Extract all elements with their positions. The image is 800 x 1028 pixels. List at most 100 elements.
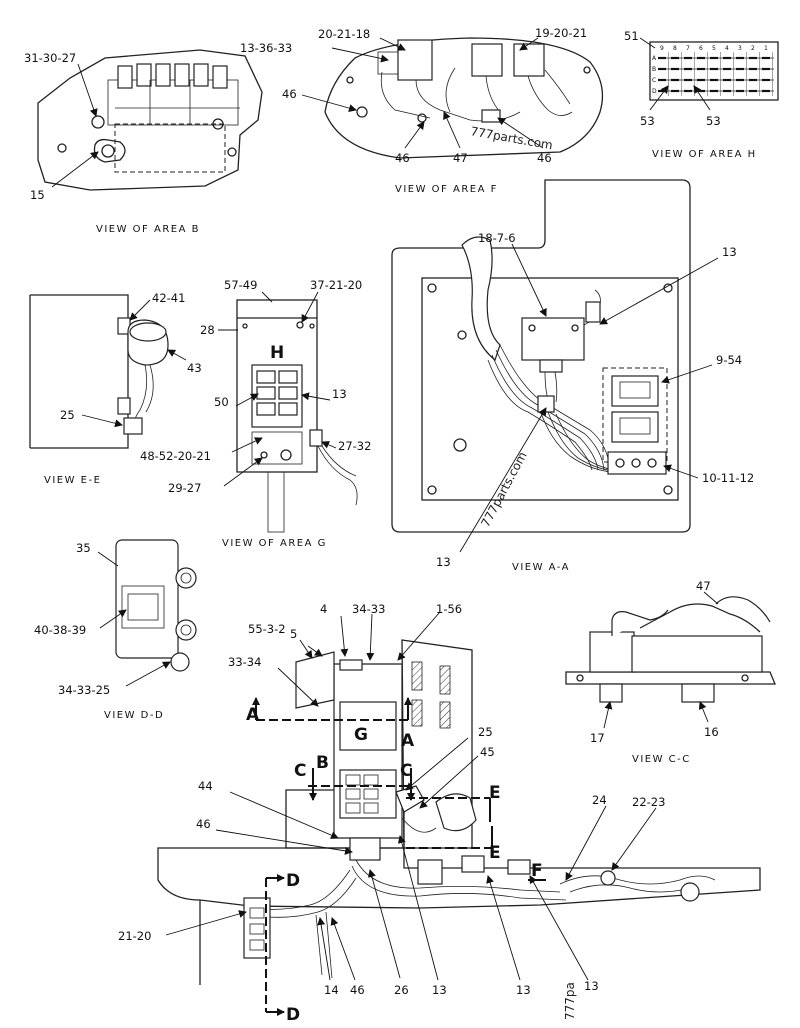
main-bracket	[295, 651, 335, 709]
section-marker-d: D	[286, 1005, 300, 1025]
leader-57-49	[261, 291, 273, 303]
ee-horn-cap	[129, 322, 167, 342]
callout-28: 28	[200, 323, 215, 337]
callout-40-38-39: 40-38-39	[34, 623, 86, 637]
leader-22-23	[611, 807, 657, 871]
callout-26: 26	[394, 983, 409, 997]
pin-column-label: 3	[738, 45, 742, 52]
leader-26	[368, 869, 401, 979]
leader-55-3-2	[307, 645, 323, 657]
area-f-clip	[417, 113, 427, 123]
ee-plate-outline	[30, 294, 129, 449]
pin-column-label: 8	[673, 45, 677, 52]
callout-48-52-20-21: 48-52-20-21	[140, 449, 211, 463]
callout-27-32: 27-32	[338, 439, 371, 453]
area-f-clip	[356, 106, 368, 118]
main-horn-wire	[401, 817, 437, 833]
leader-19-20-21	[519, 37, 539, 51]
callout-53: 53	[706, 114, 721, 128]
aa-terminal-strip	[607, 451, 667, 475]
g-fuses	[256, 370, 298, 416]
main-connector-round	[680, 882, 700, 902]
section-marker-a: A	[401, 731, 415, 751]
area-b-hidden-box	[114, 123, 226, 173]
aa-harness-bundle	[461, 236, 501, 362]
aa-terminal	[647, 458, 657, 468]
view-ee: 42-41 43 25 VIEW E-E	[29, 291, 202, 486]
section-cuts	[252, 697, 546, 1016]
callout-9-54: 9-54	[716, 353, 742, 367]
aa-corner-bolt	[427, 283, 437, 293]
leader-13	[397, 835, 439, 981]
pin-column-label: 1	[764, 45, 768, 52]
pin-column-label: 9	[660, 45, 664, 52]
main-assembly	[157, 639, 761, 985]
area-b-clip	[93, 138, 126, 163]
leader-16	[698, 701, 709, 723]
view-area-g: 57-49 37-21-20 28 H 13 50 27-32 48-52-20…	[140, 278, 371, 549]
g-screw	[296, 321, 304, 329]
callout-47: 47	[696, 579, 711, 593]
leader-45	[419, 755, 479, 809]
callout-21-20: 21-20	[118, 929, 151, 943]
leader-34-33-25	[125, 661, 171, 687]
cc-lower-block	[599, 683, 623, 703]
area-h-connector-body	[649, 41, 779, 101]
dd-face-plate	[121, 585, 165, 629]
callout-44: 44	[198, 779, 213, 793]
callout-42-41: 42-41	[152, 291, 185, 305]
view-cc: 47 17 16 VIEW C-C	[565, 579, 776, 765]
leader-18-7-6	[511, 243, 547, 317]
dd-port	[175, 567, 197, 589]
main-callouts: 55-3-2 4 34-33 1-56 5 33-34 25 45 44 46 …	[118, 602, 665, 1020]
callout-13-36-33: 13-36-33	[240, 41, 292, 55]
callout-14: 14	[324, 983, 339, 997]
view-aa: 18-7-6 13 9-54 10-11-12 13 777parts.com …	[391, 179, 754, 573]
aa-clip	[537, 395, 555, 413]
main-panel-slot	[411, 699, 423, 727]
section-marker-d: D	[286, 871, 300, 891]
callout-46: 46	[350, 983, 365, 997]
main-relay	[417, 859, 443, 885]
leader-31-30-27	[77, 63, 98, 117]
callout-18-7-6: 18-7-6	[478, 231, 516, 245]
main-side-harness	[253, 877, 357, 918]
leader-14	[317, 917, 331, 981]
leader-35	[97, 551, 119, 567]
aa-hole	[453, 438, 467, 452]
leader-51	[639, 37, 656, 49]
leader-13	[301, 392, 331, 401]
g-screw	[280, 449, 292, 461]
main-harness	[559, 875, 716, 885]
aa-relay-face	[619, 381, 651, 399]
leader-48-52-20-21	[231, 437, 263, 453]
aa-relay-mount	[602, 367, 668, 463]
view-area-h-title: VIEW OF AREA H	[652, 149, 757, 160]
callout-13: 13	[432, 983, 447, 997]
cc-bolt	[741, 674, 749, 682]
leader-25	[405, 737, 469, 791]
leader-25	[81, 414, 123, 428]
leader-13	[486, 875, 521, 981]
g-terminal-plate	[251, 431, 303, 465]
pin-column-label: 7	[686, 45, 690, 52]
main-horn	[435, 793, 477, 832]
cc-relay-box	[589, 631, 635, 673]
main-panel-slot	[439, 665, 451, 695]
dd-port-inner	[180, 572, 192, 584]
aa-connector	[585, 301, 601, 323]
watermark: 777parts.com	[478, 449, 529, 529]
view-area-g-title: VIEW OF AREA G	[222, 538, 327, 549]
pin-column-label: 6	[699, 45, 703, 52]
leader-37-21-20	[301, 291, 319, 323]
callout-19-20-21: 19-20-21	[535, 26, 587, 40]
callout-47: 47	[453, 151, 468, 165]
main-panel-slot	[439, 701, 451, 729]
section-marker-e: E	[489, 783, 501, 803]
main-panel-slot	[411, 661, 423, 691]
area-f-relay	[513, 43, 545, 77]
section-markers: A A B C C G E E F D D	[246, 705, 543, 1025]
g-connector	[309, 429, 323, 447]
section-marker-c: C	[400, 761, 412, 781]
section-marker-a: A	[246, 705, 260, 725]
